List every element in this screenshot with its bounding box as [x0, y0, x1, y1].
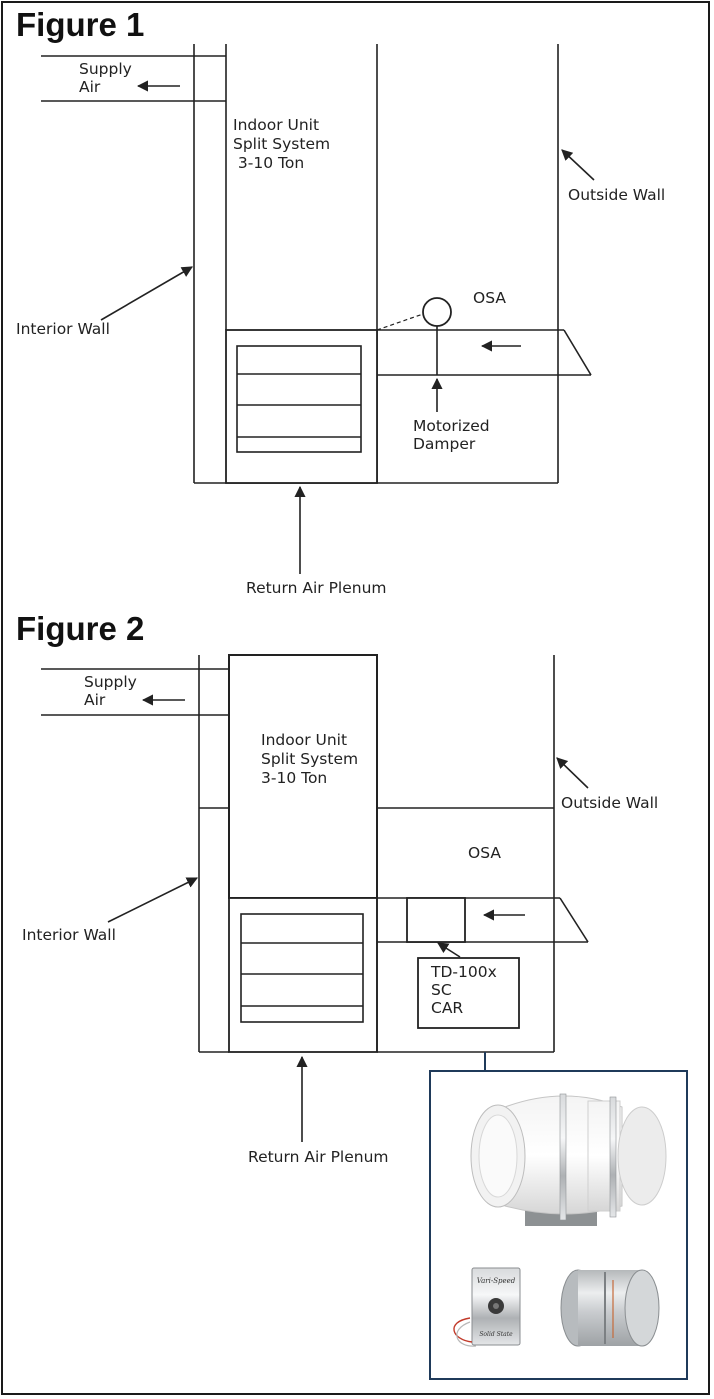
damper-motor-icon: [422, 297, 452, 327]
fan-band-rear: [609, 1096, 617, 1218]
fan-model-label-3: CAR: [431, 999, 463, 1017]
indoor-unit-label-2: Split System: [233, 135, 330, 153]
filter-grille: [236, 345, 362, 453]
osa-label: OSA: [468, 844, 501, 862]
speed-control-subtext: Solid State: [479, 1331, 513, 1338]
interior-wall-arrow: [100, 266, 193, 321]
supply-air-label-2: Air: [79, 78, 101, 96]
outside-wall-label: Outside Wall: [568, 186, 665, 204]
damper-link-dashed: [376, 313, 424, 331]
indoor-unit-label-2: Split System: [261, 750, 358, 768]
osa-hood: [563, 329, 592, 376]
damper-rear-opening: [624, 1269, 660, 1347]
outside-wall-arrow: [556, 757, 589, 789]
fan-rear-collar: [617, 1106, 667, 1206]
speed-control-brand: Vari-Speed: [477, 1277, 516, 1285]
return-air-plenum-label: Return Air Plenum: [248, 1148, 389, 1166]
interior-wall-arrow: [107, 877, 199, 923]
wire-red: [453, 1317, 473, 1343]
figure-1: Figure 1 Supply Air Indoor Unit Split Sy…: [16, 6, 665, 597]
fan-front-opening: [478, 1114, 518, 1198]
osa-hood: [559, 897, 589, 943]
figure-1-title: Figure 1: [16, 6, 144, 43]
interior-wall-label: Interior Wall: [22, 926, 116, 944]
supply-air-label-1: Supply: [79, 60, 132, 78]
fan-model-box: [417, 957, 520, 1029]
indoor-unit-label-1: Indoor Unit: [261, 731, 347, 749]
interior-wall-label: Interior Wall: [16, 320, 110, 338]
speed-control-image: Vari-Speed Solid State: [453, 1267, 521, 1347]
inline-fan-box: [406, 897, 466, 943]
filter-grille: [240, 913, 364, 1023]
motorized-damper-label-1: Motorized: [413, 417, 490, 435]
outside-wall-label: Outside Wall: [561, 794, 658, 812]
return-air-box: [228, 897, 378, 1053]
fan-pointer-arrow: [437, 942, 461, 958]
figure-2-title: Figure 2: [16, 610, 144, 647]
knob-center: [493, 1303, 499, 1309]
return-air-box: [225, 329, 378, 484]
fan-band-front: [559, 1093, 567, 1221]
indoor-unit-label-3: 3-10 Ton: [261, 769, 327, 787]
inline-duct-fan-image: [470, 1093, 667, 1226]
indoor-unit-label-1: Indoor Unit: [233, 116, 319, 134]
supply-air-label-2: Air: [84, 691, 106, 709]
motorized-damper-label-2: Damper: [413, 435, 476, 453]
wire-white: [456, 1321, 477, 1347]
fan-model-label-1: TD-100x: [430, 963, 497, 981]
product-photo-panel: Vari-Speed Solid State: [429, 1070, 688, 1380]
fan-model-label-2: SC: [431, 981, 452, 999]
osa-label: OSA: [473, 289, 506, 307]
supply-air-label-1: Supply: [84, 673, 137, 691]
return-air-plenum-label: Return Air Plenum: [246, 579, 387, 597]
indoor-unit-label-3: 3-10 Ton: [233, 154, 304, 172]
outside-wall-arrow: [561, 149, 595, 181]
backdraft-damper-image: [560, 1269, 660, 1347]
figure-2: Figure 2 Supply Air Indoor Unit Split Sy…: [16, 610, 658, 1166]
